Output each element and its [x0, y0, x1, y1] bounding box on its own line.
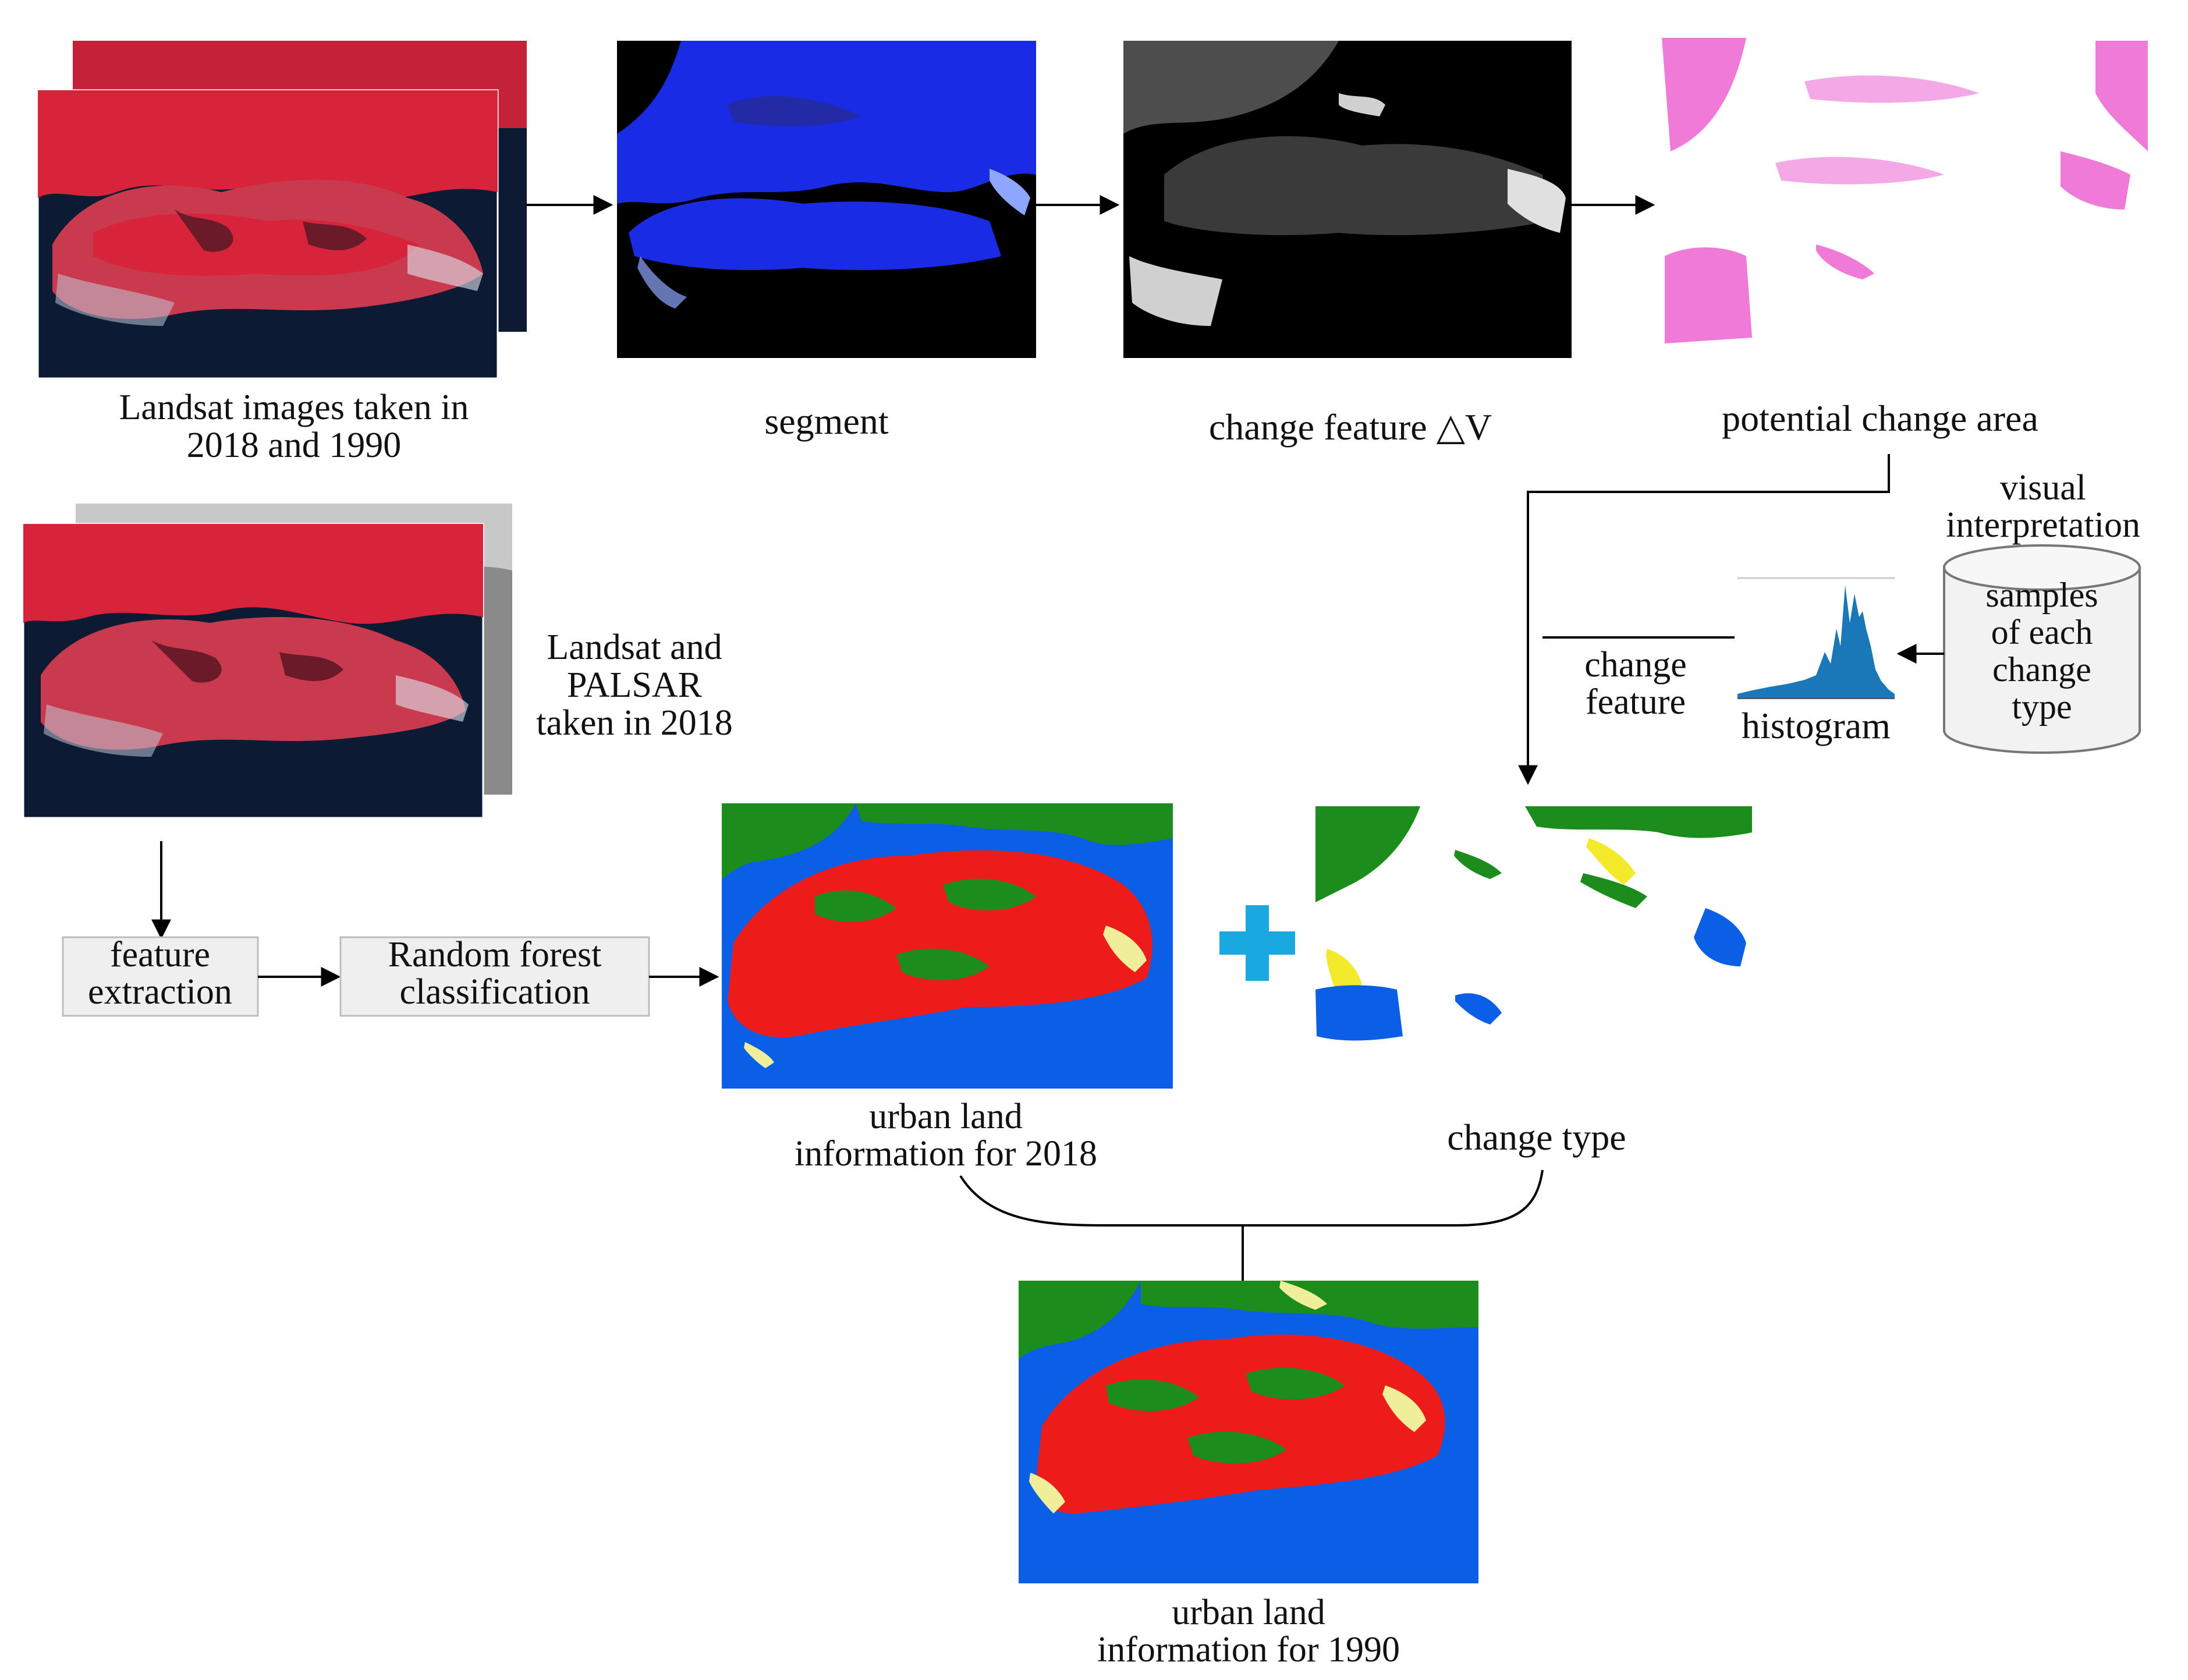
landsat-palsar-label-line2: PALSAR [567, 665, 703, 705]
landsat-pair-label-line2: 2018 and 1990 [187, 426, 402, 465]
change-feature-dv-label: change feature △V [1209, 406, 1492, 448]
landsat-image-stack [37, 41, 527, 380]
change-type-label: change type [1447, 1117, 1626, 1158]
random-forest-box: Random forest classification [339, 935, 650, 1017]
database-cylinder-icon [1943, 544, 2141, 754]
change-feature-line2: feature [1586, 682, 1686, 722]
feature-extraction-box: feature extraction [62, 935, 259, 1017]
feature-extraction-line1: feature [110, 935, 210, 974]
arrow-to-change-type [1518, 454, 1890, 785]
landsat-palsar-label-line3: taken in 2018 [536, 703, 733, 743]
samples-line4: type [2012, 687, 2072, 726]
visual-interpretation-line1: visual [2000, 468, 2086, 508]
feature-extraction-line2: extraction [88, 972, 232, 1012]
urban-1990-label-line1: urban land [1172, 1593, 1325, 1632]
potential-change-area-label: potential change area [1722, 398, 2038, 439]
segment-label: segment [764, 400, 889, 442]
samples-line2: of each [1991, 613, 2093, 651]
change-feature-image [1123, 41, 1572, 358]
landsat-palsar-label-line1: Landsat and [547, 628, 722, 667]
urban-2018-label-line1: urban land [869, 1097, 1022, 1136]
segment-image [617, 41, 1036, 358]
random-forest-line1: Random forest [388, 935, 602, 974]
random-forest-line2: classification [399, 972, 590, 1012]
plus-icon [1219, 905, 1295, 981]
landsat-palsar-stack [22, 504, 512, 819]
visual-interpretation-line2: interpretation [1946, 505, 2140, 545]
merge-bracket [959, 1169, 1544, 1227]
landsat-pair-label-line1: Landsat images taken in [119, 388, 469, 427]
samples-line1: samples [1985, 576, 2098, 614]
change-feature-line1: change [1584, 645, 1687, 685]
urban-2018-label-line2: information for 2018 [795, 1134, 1097, 1174]
histogram-label: histogram [1742, 705, 1891, 746]
urban-1990-label-line2: information for 1990 [1097, 1630, 1400, 1670]
samples-line3: change [1992, 650, 2091, 689]
histogram-chart [1737, 577, 1895, 699]
potential-change-area-image [1659, 35, 2154, 361]
change-type-map [1315, 803, 1761, 1089]
urban-land-2018-map [722, 803, 1173, 1089]
urban-land-1990-map [1019, 1281, 1478, 1583]
